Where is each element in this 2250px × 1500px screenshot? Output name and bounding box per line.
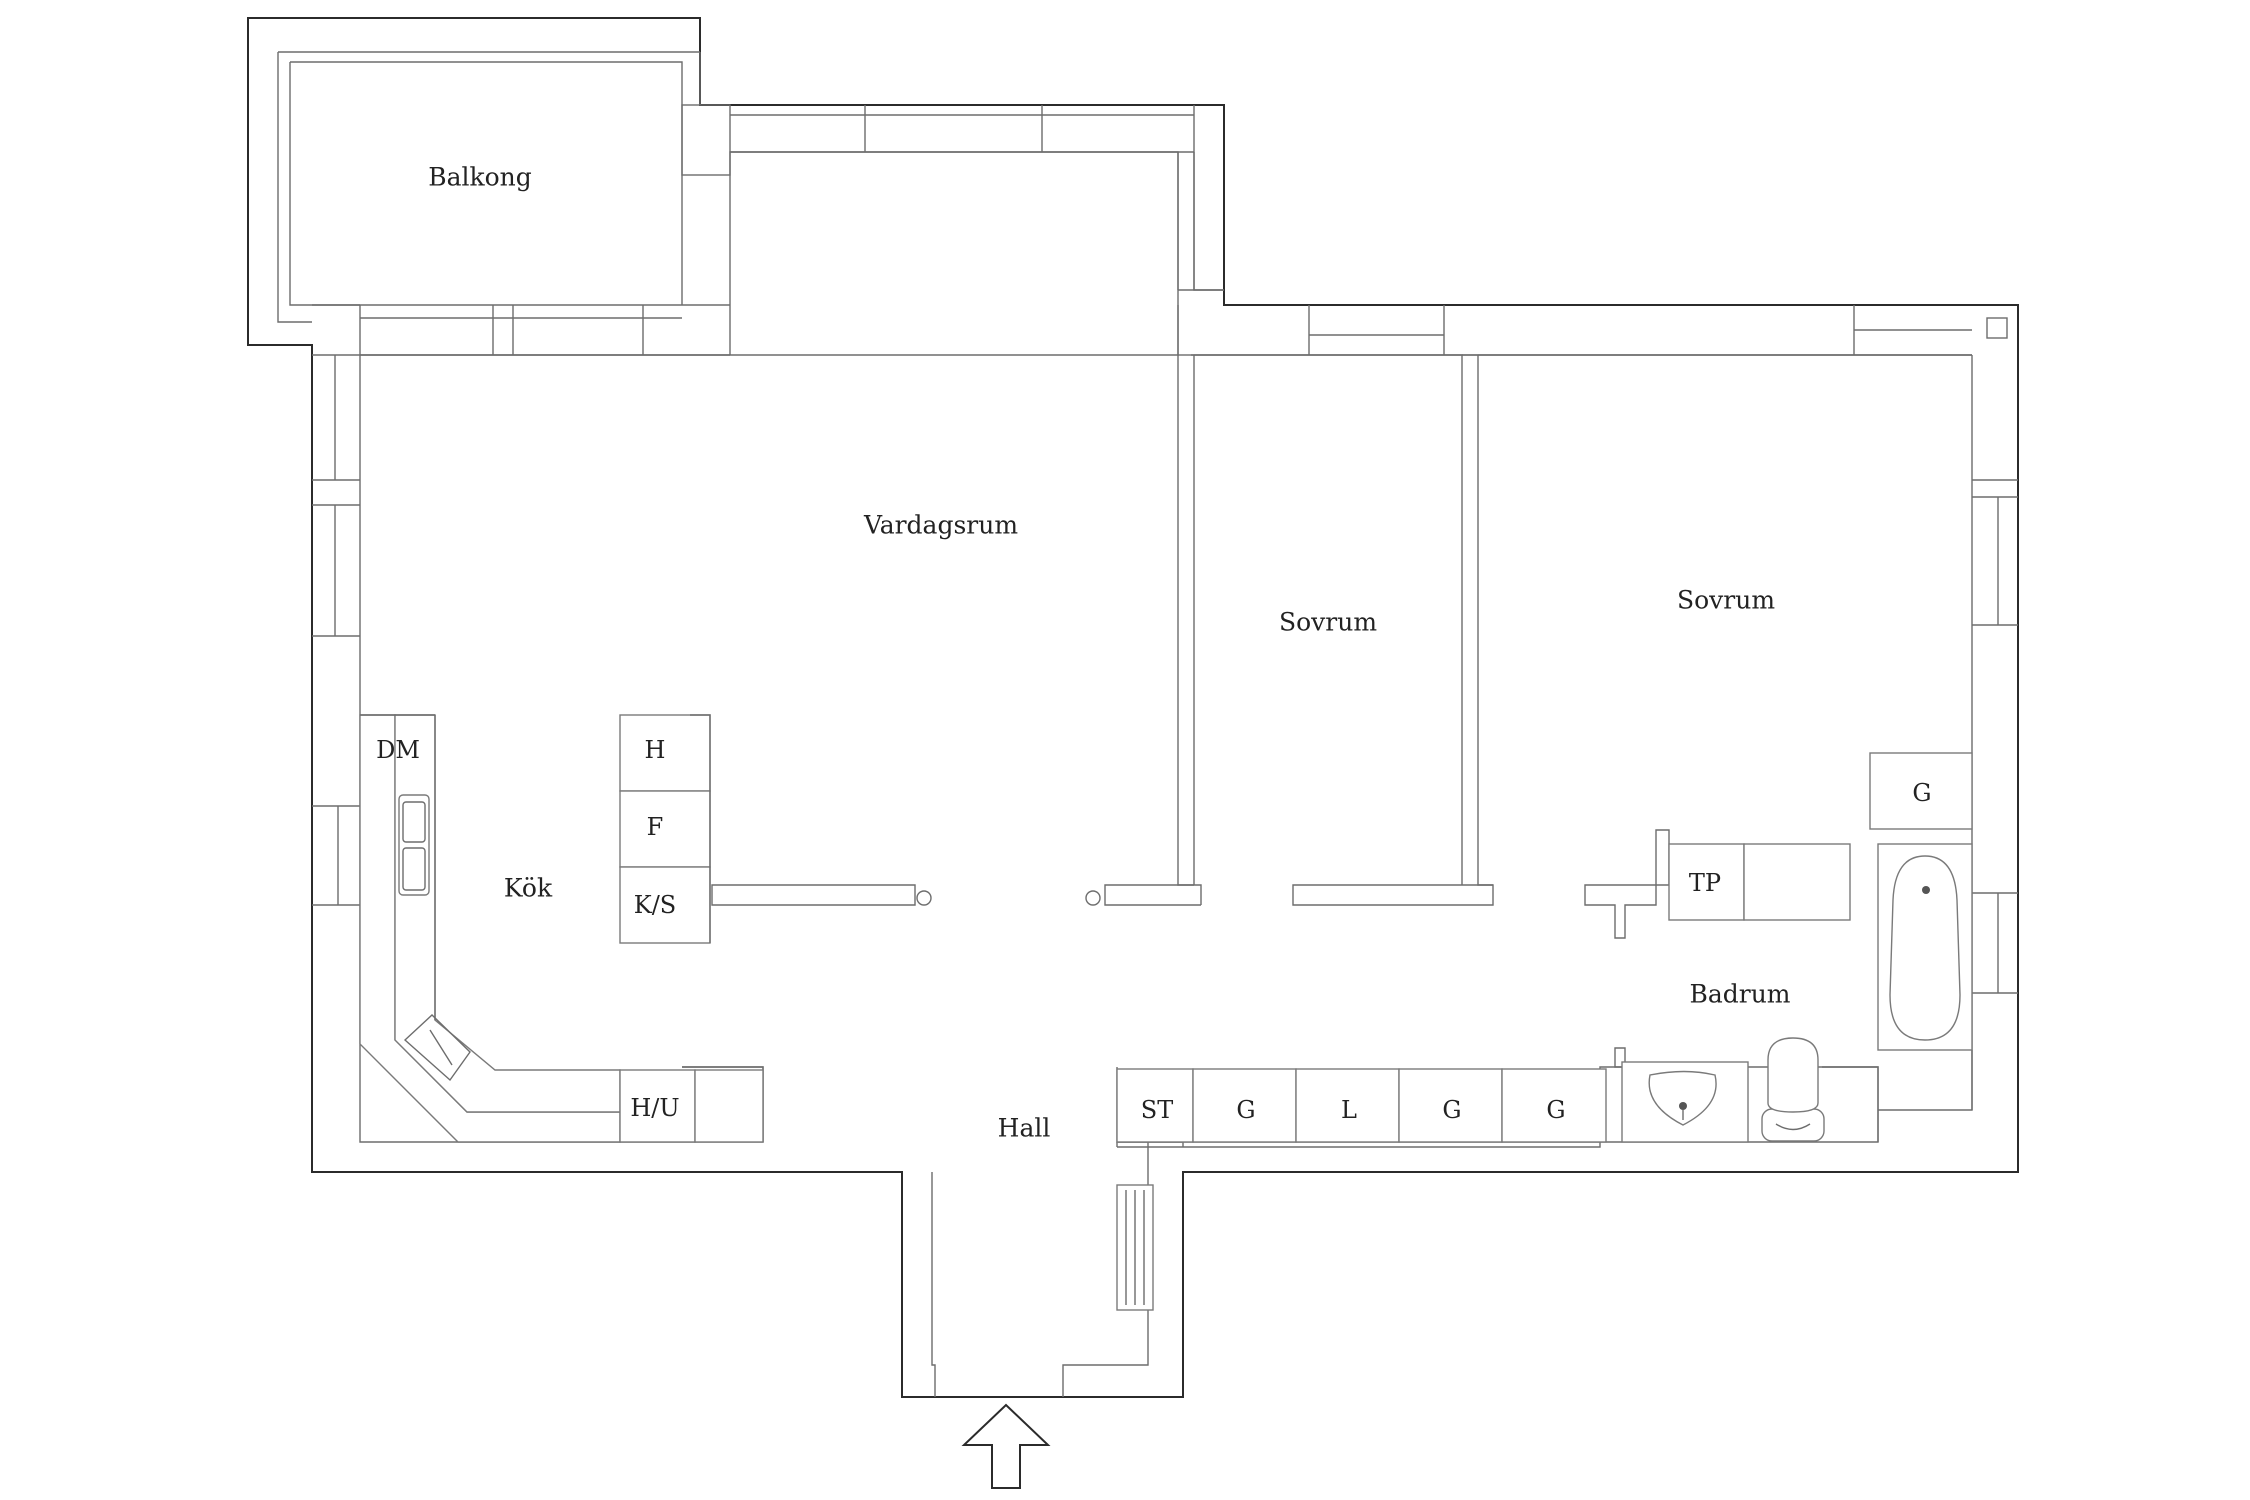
label-hall-g2: G <box>1442 1096 1461 1124</box>
label-hall-l: L <box>1341 1096 1357 1124</box>
label-hall-g1: G <box>1236 1096 1255 1124</box>
room-label-bedroom-2: Sovrum <box>1677 586 1775 615</box>
label-hall-g3: G <box>1546 1096 1565 1124</box>
label-fridge-freezer: K/S <box>634 891 676 919</box>
room-label-kitchen: Kök <box>504 874 553 903</box>
hall-radiator <box>1116 1184 1154 1311</box>
room-label-balcony: Balkong <box>428 163 532 192</box>
label-kitchen-hu: H/U <box>630 1094 679 1122</box>
windows <box>312 104 2018 1110</box>
label-bedroom-g: G <box>1912 779 1931 807</box>
room-label-bedroom-1: Sovrum <box>1279 608 1377 637</box>
kitchen-counter <box>359 714 764 1143</box>
label-hall-st: ST <box>1141 1096 1173 1124</box>
entrance-arrow-icon <box>961 1403 1051 1489</box>
hall-wardrobes <box>1116 1068 1607 1143</box>
room-labels: Balkong Vardagsrum Sovrum Sovrum Kök Hal… <box>428 163 1791 1143</box>
bedroom-wardrobe <box>1869 752 1973 830</box>
partition-walls <box>711 305 1972 1068</box>
kitchen-cabinets <box>619 714 711 944</box>
inner-walls <box>359 151 1973 1397</box>
outer-walls <box>247 17 2019 1398</box>
fixture-labels: DM H F K/S H/U ST G L G G G TP <box>376 736 1932 1124</box>
label-cabinet-h: H <box>645 736 666 764</box>
room-label-bathroom: Badrum <box>1689 980 1790 1009</box>
room-label-living: Vardagsrum <box>863 511 1018 540</box>
label-bath-tp: TP <box>1689 869 1721 897</box>
label-dishwasher: DM <box>376 736 420 764</box>
bathroom-fixtures <box>1621 843 1973 1143</box>
room-label-hall: Hall <box>998 1114 1051 1143</box>
label-cabinet-f: F <box>647 813 664 841</box>
